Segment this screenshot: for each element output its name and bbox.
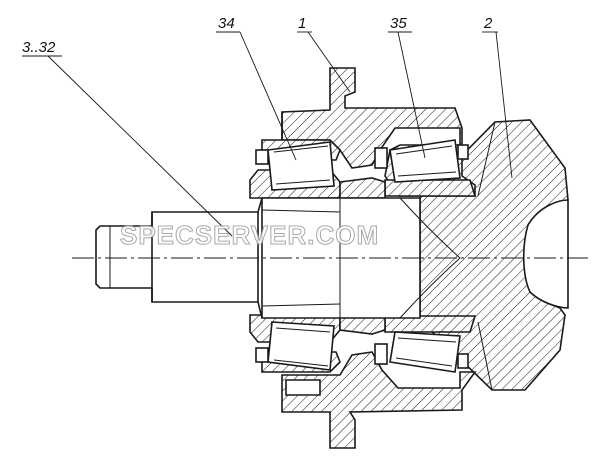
callout-label-2: 2 xyxy=(483,15,493,32)
bearing-right-top xyxy=(374,139,477,197)
spacer-sleeve xyxy=(339,177,386,335)
callout-label-3-32: 3..32 xyxy=(22,39,56,56)
bearing-left-bottom xyxy=(249,314,341,373)
watermark: SPECSERVER.COM xyxy=(120,220,379,250)
callout-label-1: 1 xyxy=(298,15,306,32)
callout-label-35: 35 xyxy=(390,15,407,32)
leader-lines xyxy=(22,31,513,237)
housing-bottom xyxy=(281,351,477,449)
callout-label-34: 34 xyxy=(218,15,235,32)
bearing-left-top xyxy=(249,139,341,199)
